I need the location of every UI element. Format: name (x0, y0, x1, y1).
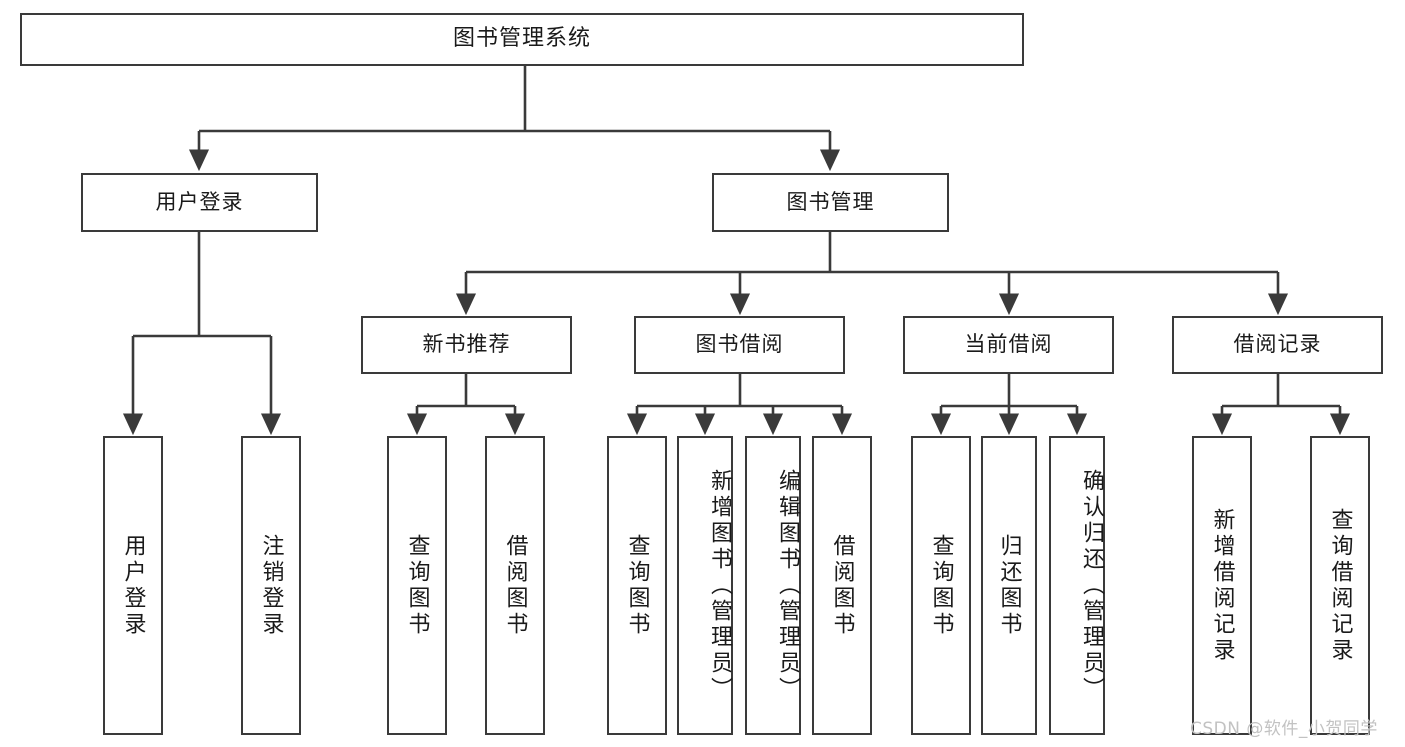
leaf-add-book-admin[interactable]: 新增图书（管理员） (677, 436, 733, 735)
node-label: 新增图书（管理员） (707, 468, 732, 703)
node-user-login[interactable]: 用户登录 (81, 173, 318, 232)
leaf-user-login[interactable]: 用户登录 (103, 436, 163, 735)
leaf-add-borrow-record[interactable]: 新增借阅记录 (1192, 436, 1252, 735)
csdn-watermark: CSDN @软件_小贺同学 (1190, 719, 1378, 739)
node-book-management[interactable]: 图书管理 (712, 173, 949, 232)
node-label: 查询图书 (928, 533, 954, 638)
node-label: 查询图书 (624, 533, 650, 638)
leaf-query-books-borrow[interactable]: 查询图书 (607, 436, 667, 735)
leaf-confirm-return-admin[interactable]: 确认归还（管理员） (1049, 436, 1105, 735)
leaf-query-books-new[interactable]: 查询图书 (387, 436, 447, 735)
node-borrow-records[interactable]: 借阅记录 (1172, 316, 1383, 374)
node-label: 图书管理 (786, 189, 875, 214)
leaf-logout[interactable]: 注销登录 (241, 436, 301, 735)
node-label: 借阅记录 (1233, 332, 1322, 357)
node-label: 注销登录 (258, 533, 284, 638)
node-label: 图书管理系统 (452, 26, 591, 52)
node-label: 编辑图书（管理员） (775, 468, 800, 703)
leaf-borrow-books-new[interactable]: 借阅图书 (485, 436, 545, 735)
node-label: 当前借阅 (964, 332, 1053, 357)
leaf-query-books-current[interactable]: 查询图书 (911, 436, 971, 735)
node-label: 新增借阅记录 (1209, 507, 1235, 664)
leaf-return-books[interactable]: 归还图书 (981, 436, 1037, 735)
leaf-borrow-books[interactable]: 借阅图书 (812, 436, 872, 735)
node-label: 用户登录 (155, 189, 244, 214)
node-new-book-recommendation[interactable]: 新书推荐 (361, 316, 572, 374)
node-label: 借阅图书 (829, 533, 855, 638)
node-label: 借阅图书 (502, 533, 528, 638)
leaf-edit-book-admin[interactable]: 编辑图书（管理员） (745, 436, 801, 735)
node-label: 新书推荐 (422, 332, 511, 357)
node-label: 归还图书 (996, 533, 1022, 638)
leaf-query-borrow-record[interactable]: 查询借阅记录 (1310, 436, 1370, 735)
node-label: 查询借阅记录 (1327, 507, 1353, 664)
node-current-borrowing[interactable]: 当前借阅 (903, 316, 1114, 374)
node-label: 确认归还（管理员） (1079, 468, 1104, 703)
node-book-borrowing[interactable]: 图书借阅 (634, 316, 845, 374)
node-label: 用户登录 (120, 533, 146, 638)
node-root-library-system[interactable]: 图书管理系统 (20, 13, 1024, 66)
node-label: 查询图书 (404, 533, 430, 638)
node-label: 图书借阅 (695, 332, 784, 357)
